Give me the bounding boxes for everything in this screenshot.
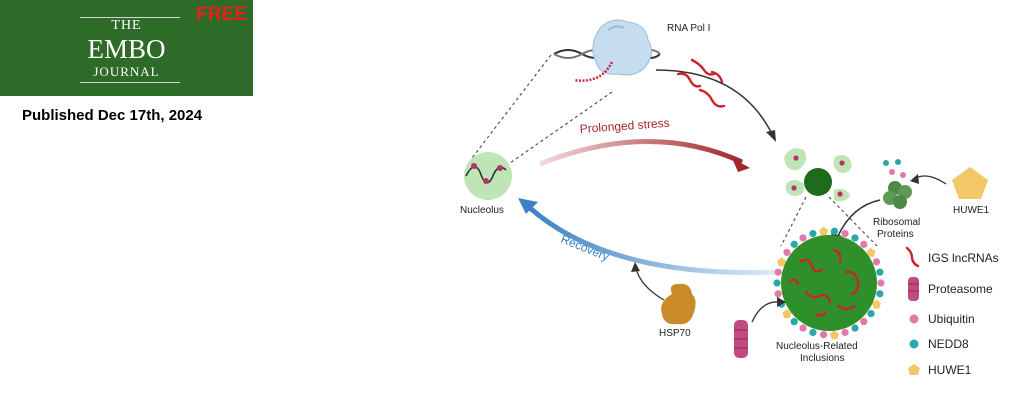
transcription-arrowhead: [766, 130, 776, 142]
huwe1-dot: [872, 299, 882, 309]
ubiquitin-dot: [841, 229, 849, 238]
logo-rule-bottom: [80, 82, 180, 83]
legend-item-proteasome: Proteasome: [908, 277, 993, 301]
ribosomal-label-2: Proteins: [877, 229, 914, 240]
nucleolus-label: Nucleolus: [460, 205, 504, 216]
nedd8-dot: [809, 229, 817, 238]
journal-logo: THE EMBO JOURNAL FREE: [0, 0, 253, 96]
legend-yellow-pentagon-icon: [908, 364, 920, 375]
ubiquitin-dot: [872, 258, 881, 266]
prolonged-stress-arrowhead: [732, 158, 750, 172]
ribosomal-arrow: [837, 199, 881, 237]
logo-line-embo: EMBO: [87, 34, 166, 64]
prolonged-stress-label: Prolonged stress: [579, 116, 670, 136]
nedd8-dot: [851, 324, 859, 332]
recovery-label: Recovery: [559, 232, 611, 264]
huwe1-dot: [866, 247, 876, 257]
proteasome-arrow: [751, 301, 781, 323]
ubiquitin-dot: [877, 279, 885, 287]
legend-red-squiggle-icon: [905, 246, 920, 268]
nedd8-dot: [809, 328, 817, 337]
ubiquitin-dot: [774, 268, 782, 276]
hsp70-icon: [661, 283, 696, 325]
ubiquitin-dot: [799, 324, 807, 332]
nedd8-dot: [876, 268, 884, 276]
legend-proteasome-icon: [908, 277, 919, 301]
ubiquitin-dot: [783, 248, 791, 257]
inclusions-label-1: Nucleolus-Related: [776, 341, 858, 352]
nucleolus-icon: [464, 152, 512, 200]
legend-label: NEDD8: [928, 337, 969, 351]
legend-item-nedd8: NEDD8: [909, 337, 969, 351]
free-badge: FREE: [196, 4, 247, 25]
ribosomal-label-1: Ribosomal: [873, 217, 920, 228]
huwe1-dot: [776, 257, 786, 267]
nedd8-dot: [790, 240, 798, 248]
zoom-lines: [471, 54, 878, 247]
ubiquitin-dot: [799, 234, 807, 242]
ubiquitin-dot: [860, 318, 868, 326]
published-date: Published Dec 17th, 2024: [22, 107, 203, 124]
nucleolus-related-inclusion-icon: [773, 226, 885, 340]
legend-item-igs-lncrnas: IGS lncRNAs: [905, 246, 999, 268]
nedd8-dot: [773, 279, 781, 287]
nedd8-dot: [830, 227, 839, 235]
ubiquitin-dot: [841, 328, 849, 337]
nascent-rna: [573, 61, 614, 82]
legend: IGS lncRNAs Proteasome Ubiquitin NEDD8 H…: [905, 246, 999, 377]
rna-pol-i-icon: [592, 19, 652, 76]
ribosomal-proteins-icon: [883, 159, 912, 209]
rna-pol-label: RNA Pol I: [667, 23, 710, 34]
legend-label: Ubiquitin: [928, 312, 975, 326]
legend-pink-dot-icon: [909, 314, 919, 324]
huwe1-top-label: HUWE1: [953, 205, 990, 216]
legend-item-huwe1: HUWE1: [908, 363, 972, 377]
transcription-arrow: [655, 69, 773, 135]
legend-teal-dot-icon: [909, 339, 919, 349]
huwe1-dot: [819, 226, 829, 236]
hsp70-arrowhead: [631, 262, 640, 272]
recovery-arrow: [528, 206, 777, 275]
hsp70-arrow: [635, 267, 665, 301]
recovery-arrowhead: [518, 198, 538, 214]
legend-label: HUWE1: [928, 363, 972, 377]
logo-line-journal: JOURNAL: [93, 64, 160, 79]
huwe1-arrowhead: [910, 174, 919, 184]
ubiquitin-dot: [774, 290, 782, 298]
nedd8-dot: [790, 318, 798, 326]
igs-lncrna-transcripts: [676, 58, 726, 108]
nedd8-dot: [867, 309, 875, 318]
nedd8-dot: [876, 290, 884, 298]
inclusions-label-2: Inclusions: [800, 353, 844, 364]
proteasome-icon: [734, 320, 748, 358]
legend-label: Proteasome: [928, 282, 993, 296]
prolonged-stress-arrow: [539, 139, 744, 167]
huwe1-arrow: [915, 175, 947, 185]
huwe1-top-icon: [952, 167, 988, 199]
nedd8-dot: [851, 234, 859, 242]
logo-line-the: THE: [111, 18, 142, 33]
fragmented-nucleolus-icon: [784, 148, 852, 202]
ubiquitin-dot: [860, 240, 868, 248]
huwe1-dot: [782, 309, 792, 319]
hsp70-label: HSP70: [659, 328, 691, 339]
proteasome-arrowhead: [777, 297, 786, 307]
legend-label: IGS lncRNAs: [928, 251, 999, 265]
logo-rule-top: [80, 17, 180, 18]
huwe1-dot: [829, 330, 839, 340]
ubiquitin-dot: [819, 331, 828, 339]
legend-item-ubiquitin: Ubiquitin: [909, 312, 975, 326]
